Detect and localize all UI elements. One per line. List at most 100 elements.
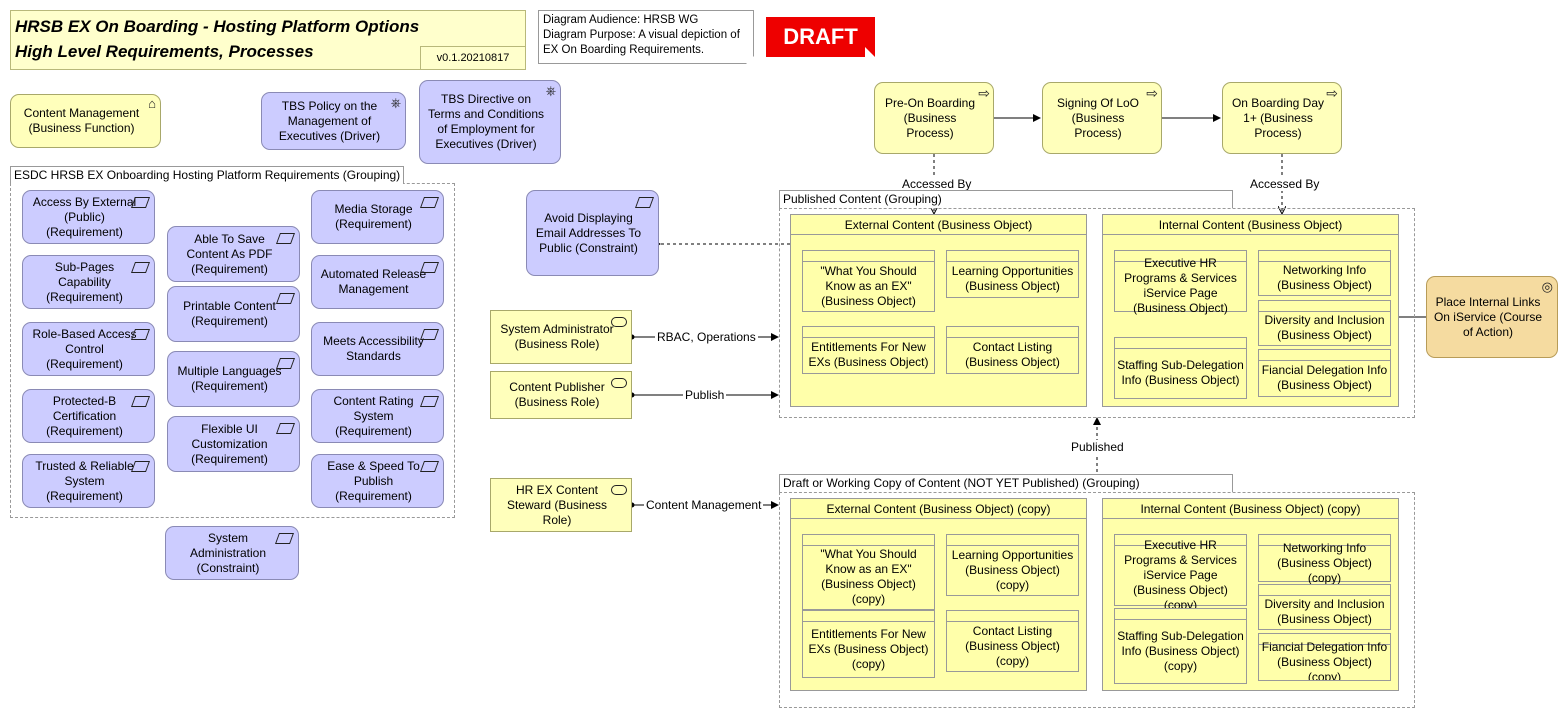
object-what-you-should-know[interactable]: "What You Should Know as an EX" (Busines… (802, 250, 935, 312)
course-of-action-internal-links[interactable]: Place Internal Links On iService (Course… (1426, 276, 1558, 358)
role-content-publisher[interactable]: Content Publisher (Business Role) (490, 371, 632, 419)
object-entitlements[interactable]: Entitlements For New EXs (Business Objec… (802, 326, 935, 374)
node-label: Pre-On Boarding (Business Process) (884, 95, 976, 140)
role-system-administrator[interactable]: System Administrator (Business Role) (490, 310, 632, 364)
req-printable[interactable]: Printable Content (Requirement) (167, 286, 300, 342)
object-diversity-inclusion-copy[interactable]: Diversity and Inclusion (Business Object… (1258, 584, 1391, 630)
note-line-2: Diagram Purpose: A visual depiction of (543, 29, 740, 41)
object-header (947, 251, 1078, 262)
object-what-you-should-know-copy[interactable]: "What You Should Know as an EX" (Busines… (802, 534, 935, 610)
object-financial-delegation-copy[interactable]: Fiancial Delegation Info (Business Objec… (1258, 633, 1391, 681)
req-role-based-access[interactable]: Role-Based Access Control (Requirement) (22, 322, 155, 376)
object-label: Staffing Sub-Delegation Info (Business O… (1117, 628, 1244, 673)
object-staffing-sub-delegation[interactable]: Staffing Sub-Delegation Info (Business O… (1114, 337, 1247, 399)
object-networking-info-copy[interactable]: Networking Info (Business Object) (copy) (1258, 534, 1391, 585)
object-header (947, 611, 1078, 622)
node-label: Signing Of LoO (Business Process) (1056, 95, 1140, 140)
node-label: Protected-B Certification (Requirement) (46, 393, 123, 438)
req-accessibility[interactable]: Meets Accessibility Standards (311, 322, 444, 376)
node-label: TBS Directive on Terms and Conditions of… (427, 92, 545, 151)
object-executive-hr-programs[interactable]: Executive HR Programs & Services iServic… (1114, 250, 1247, 315)
req-protected-b[interactable]: Protected-B Certification (Requirement) (22, 389, 155, 443)
node-label: Sub-Pages Capability (Requirement) (46, 259, 123, 304)
node-label: System Administration (Constraint) (189, 530, 267, 575)
edge-label-content-management: Content Management (644, 498, 764, 512)
content-management-function[interactable]: Content Management (Business Function) ⌂ (10, 94, 161, 148)
driver-icon: ⎈ (545, 83, 556, 98)
driver-icon: ⎈ (390, 95, 401, 110)
business-function-icon: ⌂ (148, 96, 156, 111)
node-label: Ease & Speed To Publish (Requirement) (327, 458, 420, 503)
object-networking-info[interactable]: Networking Info (Business Object) (1258, 250, 1391, 296)
node-label: Media Storage (Requirement) (334, 202, 413, 231)
object-executive-hr-programs-copy[interactable]: Executive HR Programs & Services iServic… (1114, 534, 1247, 612)
requirement-icon (419, 329, 440, 340)
note-line-1: Diagram Audience: HRSB WG (543, 14, 699, 26)
process-signing-loo[interactable]: Signing Of LoO (Business Process)⇨ (1042, 82, 1162, 154)
role-hr-ex-content-steward[interactable]: HR EX Content Steward (Business Role) (490, 478, 632, 532)
object-learning-opportunities[interactable]: Learning Opportunities (Business Object) (946, 250, 1079, 298)
node-label: Content Publisher (Business Role) (509, 380, 605, 409)
object-staffing-sub-delegation-copy[interactable]: Staffing Sub-Delegation Info (Business O… (1114, 608, 1247, 684)
tbs-directive-driver[interactable]: TBS Directive on Terms and Conditions of… (419, 80, 561, 164)
req-ease-speed-publish[interactable]: Ease & Speed To Publish (Requirement) (311, 454, 444, 508)
node-label: Automated Release Management (320, 267, 427, 296)
diagram-title: HRSB EX On Boarding - Hosting Platform O… (15, 17, 420, 36)
object-label: Staffing Sub-Delegation Info (Business O… (1117, 358, 1244, 387)
requirement-icon (275, 233, 296, 244)
req-automated-release[interactable]: Automated Release Management (311, 255, 444, 309)
avoid-email-constraint[interactable]: Avoid Displaying Email Addresses To Publ… (526, 190, 659, 276)
constraint-icon (274, 533, 295, 544)
object-header (803, 251, 934, 262)
published-content-grouping[interactable] (779, 208, 1415, 418)
req-content-rating[interactable]: Content Rating System (Requirement) (311, 389, 444, 443)
object-label: Executive HR Programs & Services iServic… (1124, 537, 1237, 612)
process-pre-onboarding[interactable]: Pre-On Boarding (Business Process)⇨ (874, 82, 994, 154)
business-role-icon (611, 317, 627, 327)
fold-corner-icon (865, 47, 875, 57)
draft-content-grouping[interactable] (779, 492, 1415, 708)
draft-badge: DRAFT (766, 17, 875, 57)
object-header (947, 327, 1078, 338)
business-role-icon (611, 378, 627, 388)
requirement-icon (130, 396, 151, 407)
object-label: Diversity and Inclusion (Business Object… (1264, 597, 1385, 626)
node-label: Role-Based Access Control (Requirement) (32, 326, 137, 371)
object-contact-listing-copy[interactable]: Contact Listing (Business Object) (copy) (946, 610, 1079, 672)
object-header (803, 611, 934, 622)
node-label: Content Rating System (Requirement) (333, 393, 414, 438)
edge-label-published: Published (1069, 440, 1126, 454)
req-trusted-reliable[interactable]: Trusted & Reliable System (Requirement) (22, 454, 155, 508)
tbs-policy-driver[interactable]: TBS Policy on the Management of Executiv… (261, 92, 406, 150)
object-header (1259, 251, 1390, 262)
req-multiple-languages[interactable]: Multiple Languages (Requirement) (167, 351, 300, 407)
node-label: Avoid Displaying Email Addresses To Publ… (535, 210, 642, 255)
object-header (1115, 251, 1246, 262)
object-contact-listing[interactable]: Contact Listing (Business Object) (946, 326, 1079, 374)
version-label: v0.1.20210817 (420, 46, 526, 70)
requirement-icon (130, 197, 151, 208)
object-learning-opportunities-copy[interactable]: Learning Opportunities (Business Object)… (946, 534, 1079, 596)
node-label: System Administrator (Business Role) (500, 322, 614, 351)
edge-label-rbac: RBAC, Operations (655, 330, 758, 344)
req-sub-pages[interactable]: Sub-Pages Capability (Requirement) (22, 255, 155, 309)
object-label: Contact Listing (Business Object) (965, 340, 1060, 369)
req-access-by-external[interactable]: Access By External (Public) (Requirement… (22, 190, 155, 244)
node-label: Access By External (Public) (Requirement… (32, 194, 137, 239)
system-administration-constraint[interactable]: System Administration (Constraint) (165, 526, 299, 580)
object-financial-delegation[interactable]: Fiancial Delegation Info (Business Objec… (1258, 349, 1391, 397)
object-header (1115, 535, 1246, 546)
object-header (803, 535, 934, 546)
req-flexible-ui[interactable]: Flexible UI Customization (Requirement) (167, 416, 300, 472)
process-onboarding-day1[interactable]: On Boarding Day 1+ (Business Process)⇨ (1222, 82, 1342, 154)
object-diversity-inclusion[interactable]: Diversity and Inclusion (Business Object… (1258, 300, 1391, 346)
req-save-pdf[interactable]: Able To Save Content As PDF (Requirement… (167, 226, 300, 282)
req-media-storage[interactable]: Media Storage (Requirement) (311, 190, 444, 244)
edge-label-accessed-by: Accessed By (1248, 177, 1322, 191)
node-label: Place Internal Links On iService (Course… (1433, 294, 1543, 339)
object-label: Diversity and Inclusion (Business Object… (1264, 313, 1385, 342)
requirement-icon (275, 358, 296, 369)
object-entitlements-copy[interactable]: Entitlements For New EXs (Business Objec… (802, 610, 935, 678)
object-header (803, 327, 934, 338)
node-label: Trusted & Reliable System (Requirement) (35, 458, 134, 503)
